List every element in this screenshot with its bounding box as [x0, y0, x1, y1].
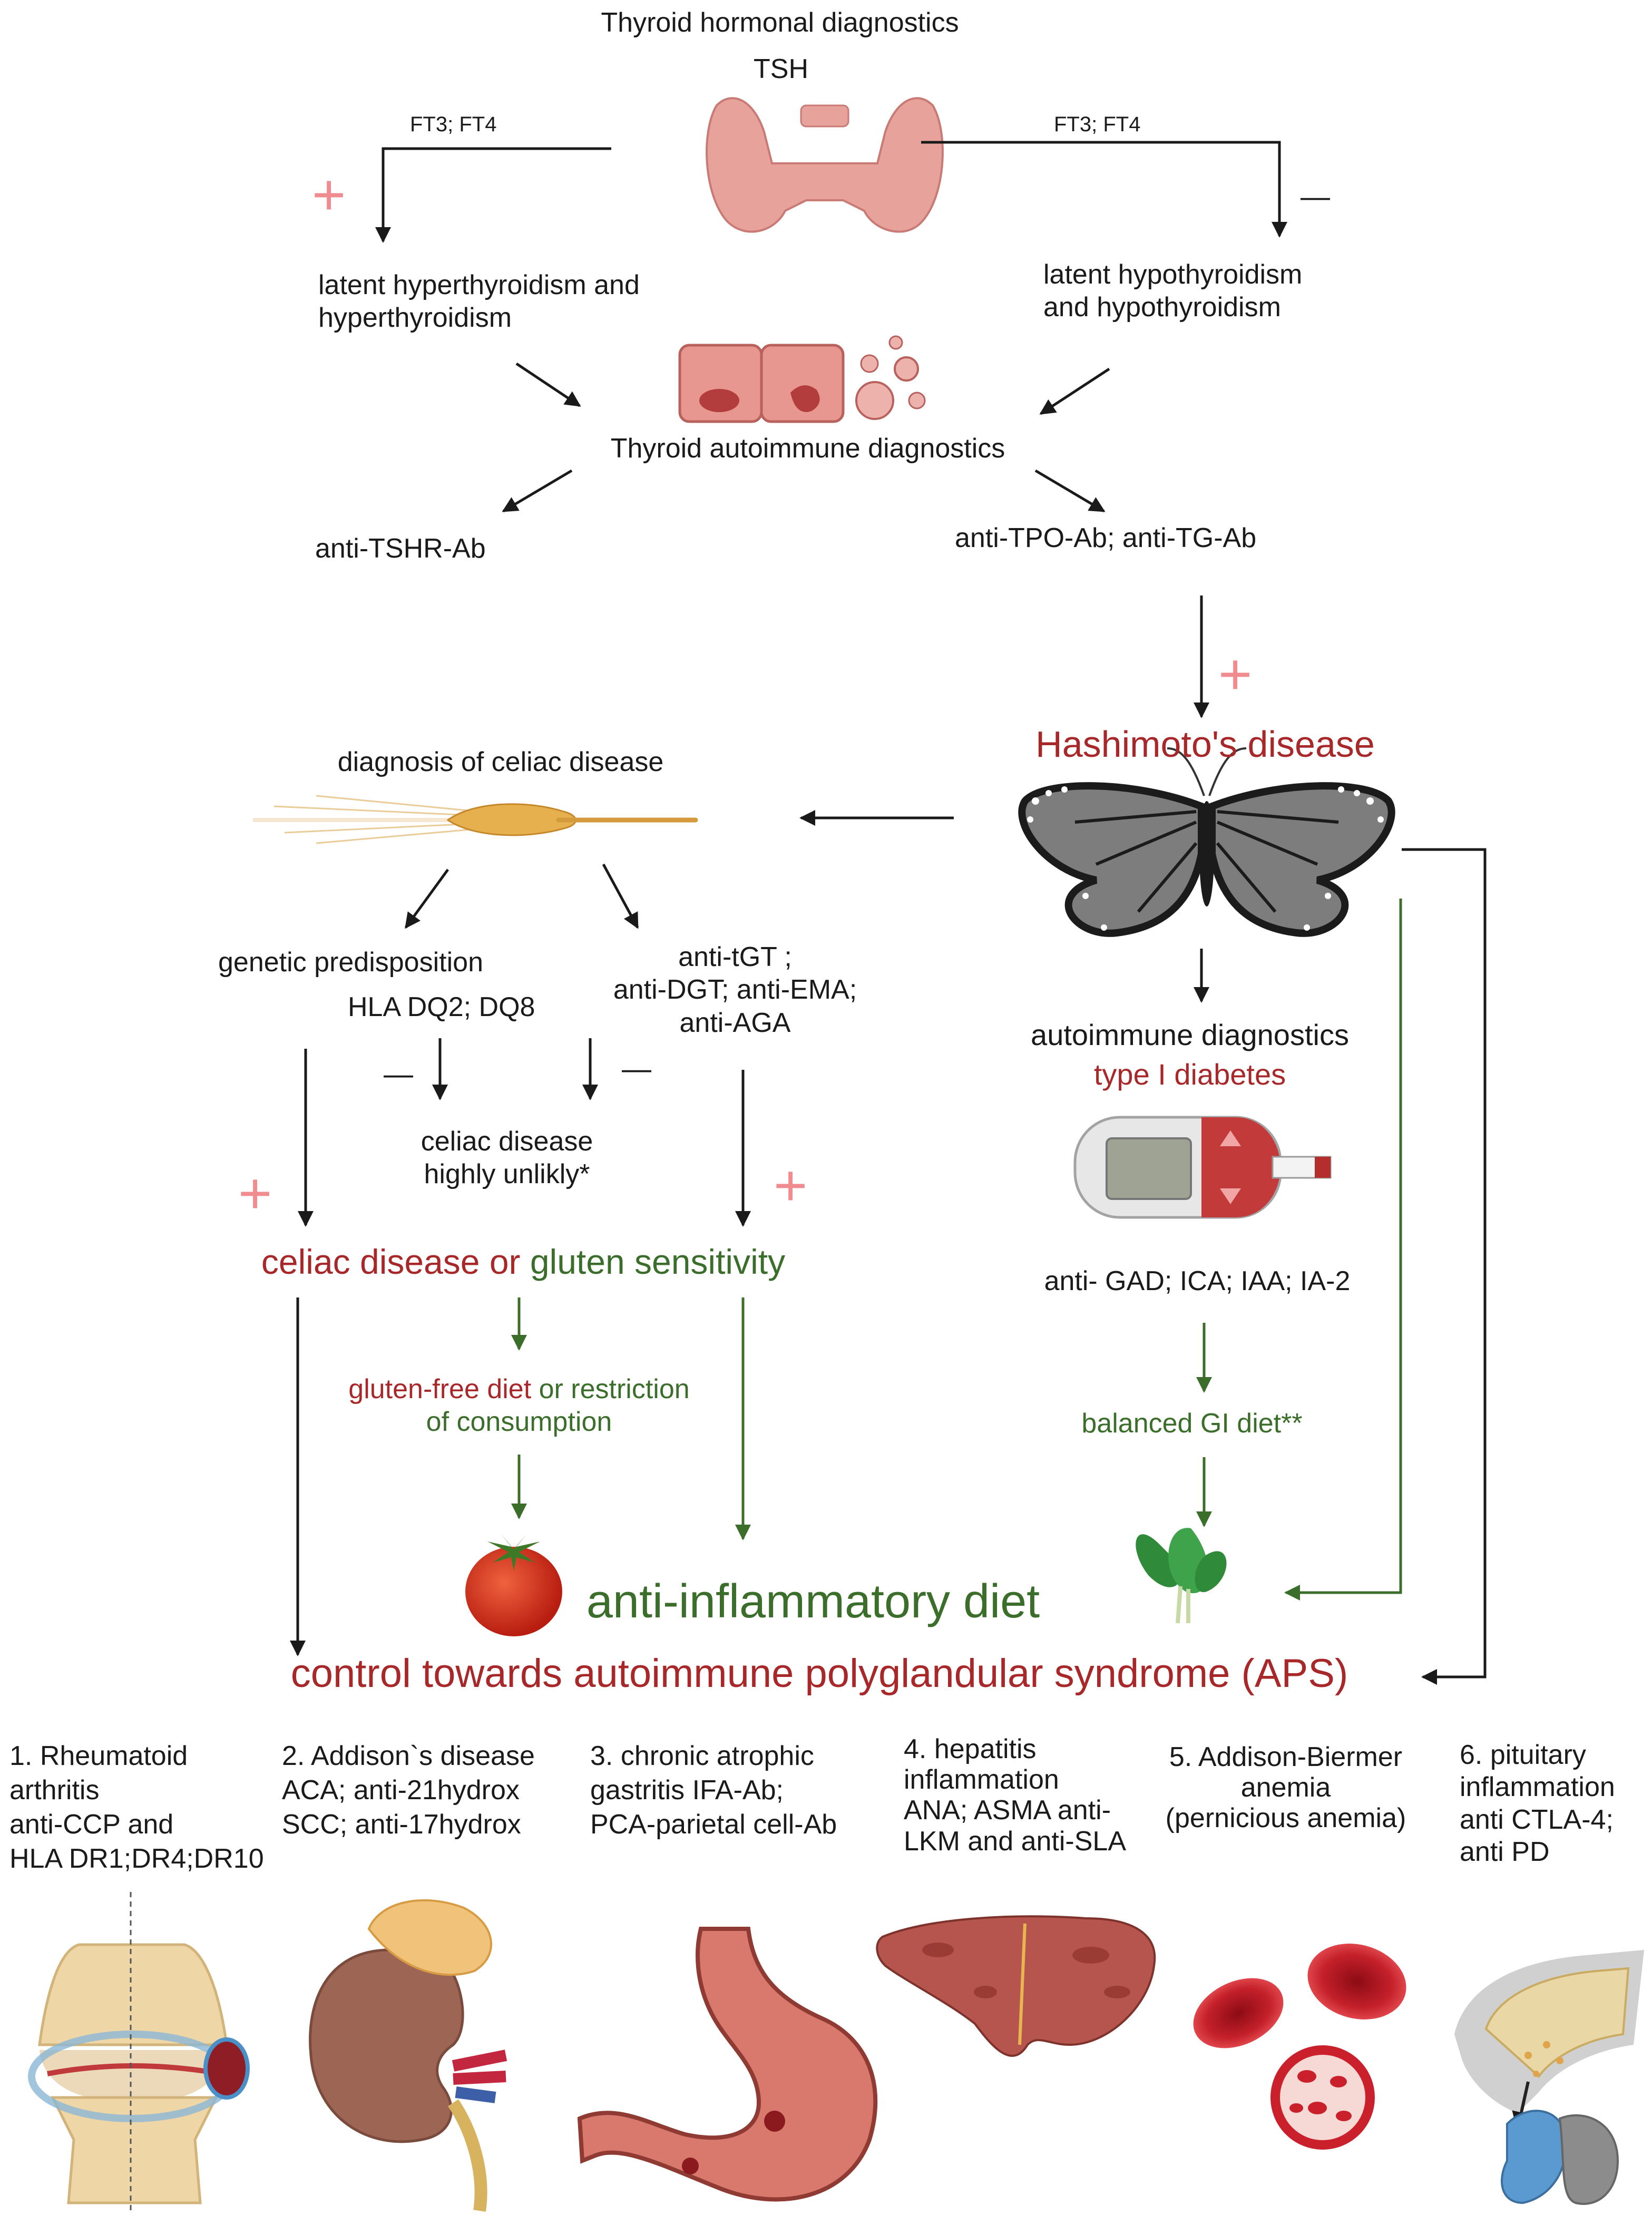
ft-left-label: FT3; FT4 — [410, 113, 497, 136]
spinach-icon — [1136, 1528, 1227, 1624]
butterfly-icon — [1018, 747, 1395, 937]
celiac-diagnosis-title: diagnosis of celiac disease — [337, 747, 664, 777]
minus-left-sign: — — [384, 1057, 413, 1090]
minus-sign: — — [1301, 180, 1330, 213]
thyroid-gland-icon — [706, 97, 944, 233]
celiac-result-label: celiac disease or gluten sensitivity — [261, 1242, 786, 1281]
diet-arrows — [511, 899, 1402, 1601]
stomach-icon — [577, 1927, 878, 2202]
liver-icon — [876, 1915, 1156, 2057]
thyroid-hormonal-title: Thyroid hormonal diagnostics — [601, 7, 959, 38]
thyroid-branch-arrows — [290, 141, 1487, 1685]
anti-tshr-label: anti-TSHR-Ab — [315, 533, 486, 564]
diabetes-antibodies-label: anti- GAD; ICA; IAA; IA-2 — [1044, 1266, 1351, 1296]
knee-joint-icon — [28, 1892, 250, 2211]
balanced-gi-diet-label: balanced GI diet** — [1081, 1408, 1303, 1439]
minus-right-sign: — — [622, 1052, 651, 1085]
ft-right-label: FT3; FT4 — [1054, 113, 1141, 136]
tomato-icon — [465, 1534, 562, 1636]
hashimoto-title: Hashimoto's disease — [1035, 724, 1375, 765]
pituitary-icon — [1454, 1950, 1644, 2205]
glucometer-icon — [1073, 1116, 1332, 1219]
thyroid-autoimmune-title: Thyroid autoimmune diagnostics — [610, 433, 1005, 464]
wheat-icon — [253, 795, 698, 844]
celiac-antibodies-label: anti-tGT ;anti-DGT; anti-EMA;anti-AGA — [613, 942, 857, 1038]
diabetes-subtitle: type I diabetes — [1093, 1058, 1286, 1091]
hashimoto-plus-sign: + — [1218, 642, 1253, 707]
aps-label: control towards autoimmune polyglandular… — [290, 1651, 1348, 1696]
celiac-plus-right: + — [774, 1153, 808, 1218]
celiac-plus-left: + — [238, 1161, 272, 1226]
anti-inflammatory-diet-label: anti-inflammatory diet — [586, 1575, 1040, 1628]
thyroid-cells-icon — [678, 335, 926, 423]
tsh-label: TSH — [754, 54, 808, 84]
adrenal-kidney-icon — [309, 1899, 507, 2212]
hla-label: HLA DQ2; DQ8 — [348, 992, 535, 1022]
anti-tpo-label: anti-TPO-Ab; anti-TG-Ab — [955, 523, 1257, 553]
genetic-predisposition-label: genetic predisposition — [218, 947, 483, 978]
plus-sign: + — [312, 162, 346, 227]
red-blood-cells-icon — [1193, 1944, 1406, 2150]
diabetes-diagnostics-title: autoimmune diagnostics — [1031, 1018, 1349, 1051]
